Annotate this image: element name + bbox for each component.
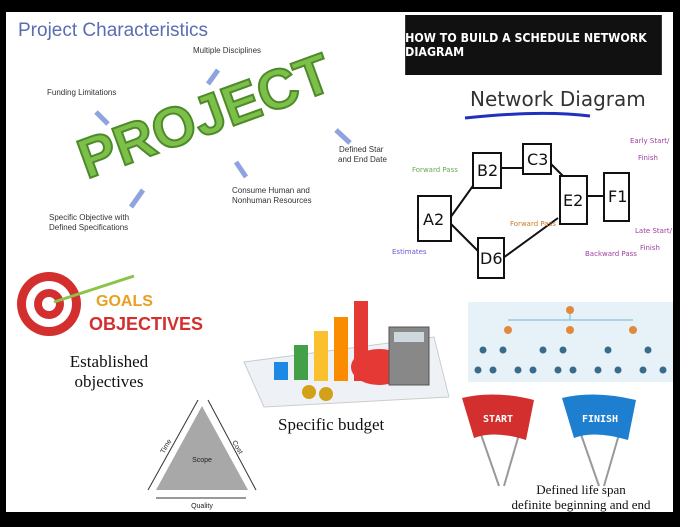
arrow-icon (205, 68, 221, 86)
node-d-label: D6 (480, 249, 503, 268)
note-forward-pass-2: Forward Pass (510, 220, 556, 228)
note-late-finish: Finish (640, 244, 660, 252)
goals-logo: GOALS OBJECTIVES (17, 272, 203, 336)
label-objective-2: Defined Specifications (49, 223, 129, 232)
budget-caption: Specific budget (278, 415, 385, 434)
network-title: Network Diagram (470, 87, 646, 111)
label-multiple-disciplines: Multiple Disciplines (193, 46, 262, 55)
goals-caption: Established objectives (54, 352, 164, 392)
budget-image (243, 301, 450, 408)
goals-caption-2: objectives (74, 372, 144, 391)
goals-caption-1: Established (69, 352, 149, 371)
project-word: PROJECT (69, 41, 339, 191)
triangle-scope: Scope (192, 457, 212, 464)
lifespan-caption-1: Defined life span (536, 482, 626, 497)
label-resources-2: Nonhuman Resources (232, 196, 312, 205)
label-funding: Funding Limitations (47, 88, 117, 97)
triple-constraint-triangle: Scope Time Cost Quality (147, 399, 257, 510)
triangle-time: Time (160, 438, 174, 455)
arrow-icon (334, 128, 352, 145)
triangle-cost: Cost (230, 440, 243, 456)
network-diagram: Network Diagram A2 B2 C3 D6 E2 F1 Forwar… (392, 87, 673, 279)
note-early-start: Early Start/ (630, 137, 670, 145)
node-c-label: C3 (527, 150, 548, 169)
objectives-word: OBJECTIVES (89, 314, 203, 334)
node-f (603, 172, 630, 222)
note-backward-pass: Backward Pass (585, 250, 637, 258)
finish-label: FINISH (582, 414, 618, 425)
label-start-date-2: and End Date (338, 155, 387, 164)
network-banner: HOW TO BUILD A SCHEDULE NETWORK DIAGRAM (405, 15, 662, 75)
arrow-icon (94, 110, 110, 126)
label-objective-1: Specific Objective with (49, 213, 130, 222)
arrows: PROJECT (68, 40, 352, 209)
node-b (472, 152, 502, 189)
characteristics-title: Project Characteristics (18, 20, 209, 41)
start-label: START (483, 414, 513, 425)
note-estimates: Estimates (392, 248, 427, 256)
node-d (477, 237, 505, 279)
node-a-label: A2 (423, 210, 444, 229)
note-late-start: Late Start/ (635, 227, 673, 235)
label-start-date-1: Defined Star (339, 145, 384, 154)
node-b-label: B2 (477, 161, 498, 180)
collage: Project Characteristics PROJECT Multiple… (6, 12, 673, 512)
node-e (559, 175, 588, 225)
node-a (417, 195, 452, 242)
node-f-label: F1 (608, 187, 627, 206)
lifespan-caption: Defined life span definite beginning and… (486, 482, 673, 512)
label-resources-1: Consume Human and (232, 186, 310, 195)
arrow-icon (233, 160, 249, 179)
node-c (522, 143, 552, 175)
start-finish-flags: START FINISH (462, 394, 636, 487)
org-chart (468, 302, 673, 382)
note-early-finish: Finish (638, 154, 658, 162)
goals-word: GOALS (96, 293, 153, 310)
triangle-quality: Quality (191, 503, 213, 510)
finish-flag-icon (562, 394, 636, 440)
note-forward-pass: Forward Pass (412, 166, 458, 174)
lifespan-caption-2: definite beginning and end (511, 497, 651, 512)
arrow-icon (128, 188, 146, 209)
node-e-label: E2 (563, 191, 583, 210)
start-flag-icon (462, 394, 534, 440)
